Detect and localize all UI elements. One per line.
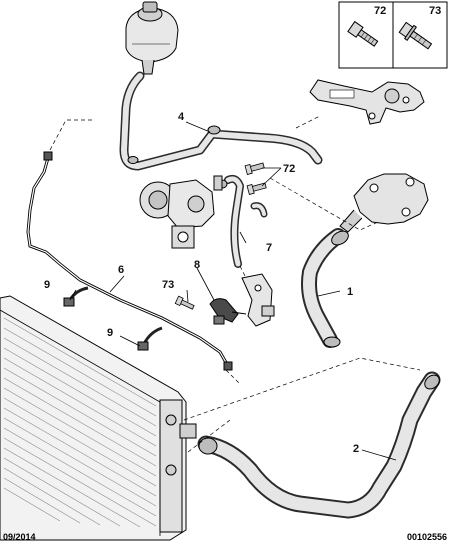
callout-72: 72: [283, 163, 295, 175]
callout-6: 6: [118, 264, 124, 276]
bolts-72-group: [244, 162, 267, 195]
diagram-date: 09/2014: [3, 532, 36, 542]
callout-7: 7: [266, 242, 272, 254]
legend-label-73: 73: [429, 5, 441, 17]
assembly-dash-lines: [49, 115, 421, 453]
hose-1: [301, 228, 349, 348]
water-outlet-housing: [339, 173, 429, 233]
leader-lines: [69, 121, 397, 461]
legend-label-72: 72: [374, 5, 386, 17]
fastener-legend: 72 73: [338, 1, 448, 69]
thermostat-housing-upper: [309, 79, 425, 125]
clip-9-lower: [137, 326, 163, 351]
callout-4: 4: [178, 111, 185, 123]
callout-1: 1: [347, 286, 353, 298]
callout-2: 2: [353, 443, 359, 455]
callout-9-upper: 9: [44, 279, 50, 291]
bolt-73-icon: [398, 21, 433, 50]
bolt-73-part: [174, 295, 195, 310]
callout-9-lower: 9: [107, 327, 113, 339]
hose-4: [119, 71, 323, 171]
diagram-reference-number: 00102556: [406, 532, 447, 542]
hose-2: [197, 371, 441, 519]
radiator: [0, 295, 197, 541]
egr-valve-unit: [139, 179, 215, 249]
degas-pipe-6: [26, 151, 233, 371]
expansion-tank: [125, 1, 179, 75]
hose-7: [213, 174, 268, 268]
sensor-bracket: [209, 273, 275, 327]
bolt-72-icon: [347, 20, 379, 47]
callout-8: 8: [194, 259, 200, 271]
callout-73: 73: [162, 279, 174, 291]
